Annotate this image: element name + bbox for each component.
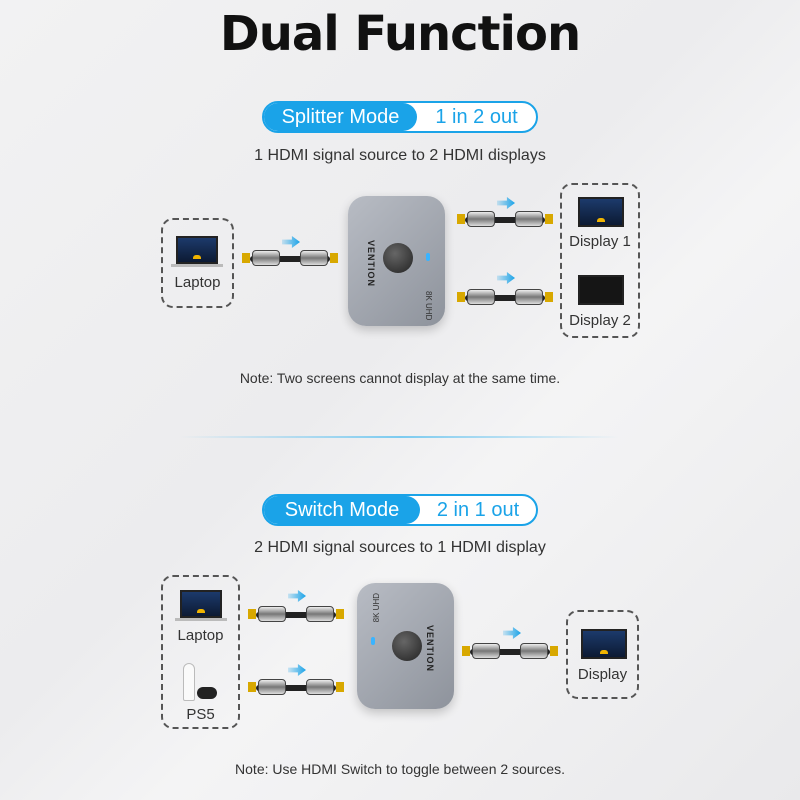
ratio-label: 2 in 1 out bbox=[436, 498, 520, 521]
display-2-label: Display 2 bbox=[569, 312, 631, 329]
hdmi-cable-icon bbox=[248, 606, 344, 622]
splitter-subtitle: 1 HDMI signal source to 2 HDMI displays bbox=[254, 147, 546, 164]
arrow-right-icon bbox=[503, 627, 521, 639]
laptop-label: Laptop bbox=[177, 627, 224, 644]
ps5-label: PS5 bbox=[186, 706, 215, 723]
arrow-right-icon bbox=[288, 590, 306, 602]
switch-button bbox=[383, 243, 413, 273]
ratio-label: 1 in 2 out bbox=[435, 105, 518, 128]
switch-note: Note: Use HDMI Switch to toggle between … bbox=[235, 761, 565, 777]
led-indicator bbox=[426, 253, 430, 261]
arrow-right-icon bbox=[288, 664, 306, 676]
splitter-note: Note: Two screens cannot display at the … bbox=[239, 370, 561, 386]
sources-box: Laptop PS5 bbox=[161, 575, 240, 729]
hdmi-switch-device: 8K UHD VENTION bbox=[357, 583, 454, 709]
hdmi-cable-icon bbox=[242, 250, 338, 266]
ps5-console-icon bbox=[183, 663, 195, 701]
led-indicator bbox=[371, 637, 375, 645]
hdmi-cable-icon bbox=[457, 289, 553, 305]
ps5-controller-icon bbox=[197, 687, 217, 699]
splitter-mode-pill: Splitter Mode 1 in 2 out bbox=[262, 101, 538, 133]
monitor-icon bbox=[581, 629, 627, 659]
display-label: Display bbox=[577, 666, 628, 683]
laptop-icon bbox=[180, 590, 222, 618]
brand-label: VENTION bbox=[425, 625, 435, 673]
monitor-icon bbox=[578, 197, 624, 227]
hdmi-cable-icon bbox=[462, 643, 558, 659]
spec-label: 8K UHD bbox=[372, 593, 381, 623]
hdmi-splitter-device: VENTION 8K UHD bbox=[348, 196, 445, 326]
arrow-right-icon bbox=[497, 272, 515, 284]
spec-label: 8K UHD bbox=[424, 291, 433, 321]
page-title: Dual Function bbox=[219, 6, 581, 62]
laptop-label: Laptop bbox=[174, 274, 221, 291]
switch-subtitle: 2 HDMI signal sources to 1 HDMI display bbox=[254, 539, 546, 556]
mode-label: Splitter Mode bbox=[264, 103, 417, 131]
laptop-icon bbox=[176, 236, 218, 264]
switch-button bbox=[392, 631, 422, 661]
arrow-right-icon bbox=[282, 236, 300, 248]
hdmi-cable-icon bbox=[457, 211, 553, 227]
displays-box: Display 1 Display 2 bbox=[560, 183, 640, 338]
display-1-label: Display 1 bbox=[569, 233, 631, 250]
brand-label: VENTION bbox=[366, 240, 376, 288]
laptop-source-box: Laptop bbox=[161, 218, 234, 308]
section-divider bbox=[180, 436, 620, 438]
switch-mode-pill: Switch Mode 2 in 1 out bbox=[262, 494, 538, 526]
mode-label: Switch Mode bbox=[264, 496, 420, 524]
display-box: Display bbox=[566, 610, 639, 699]
hdmi-cable-icon bbox=[248, 679, 344, 695]
arrow-right-icon bbox=[497, 197, 515, 209]
monitor-off-icon bbox=[578, 275, 624, 305]
